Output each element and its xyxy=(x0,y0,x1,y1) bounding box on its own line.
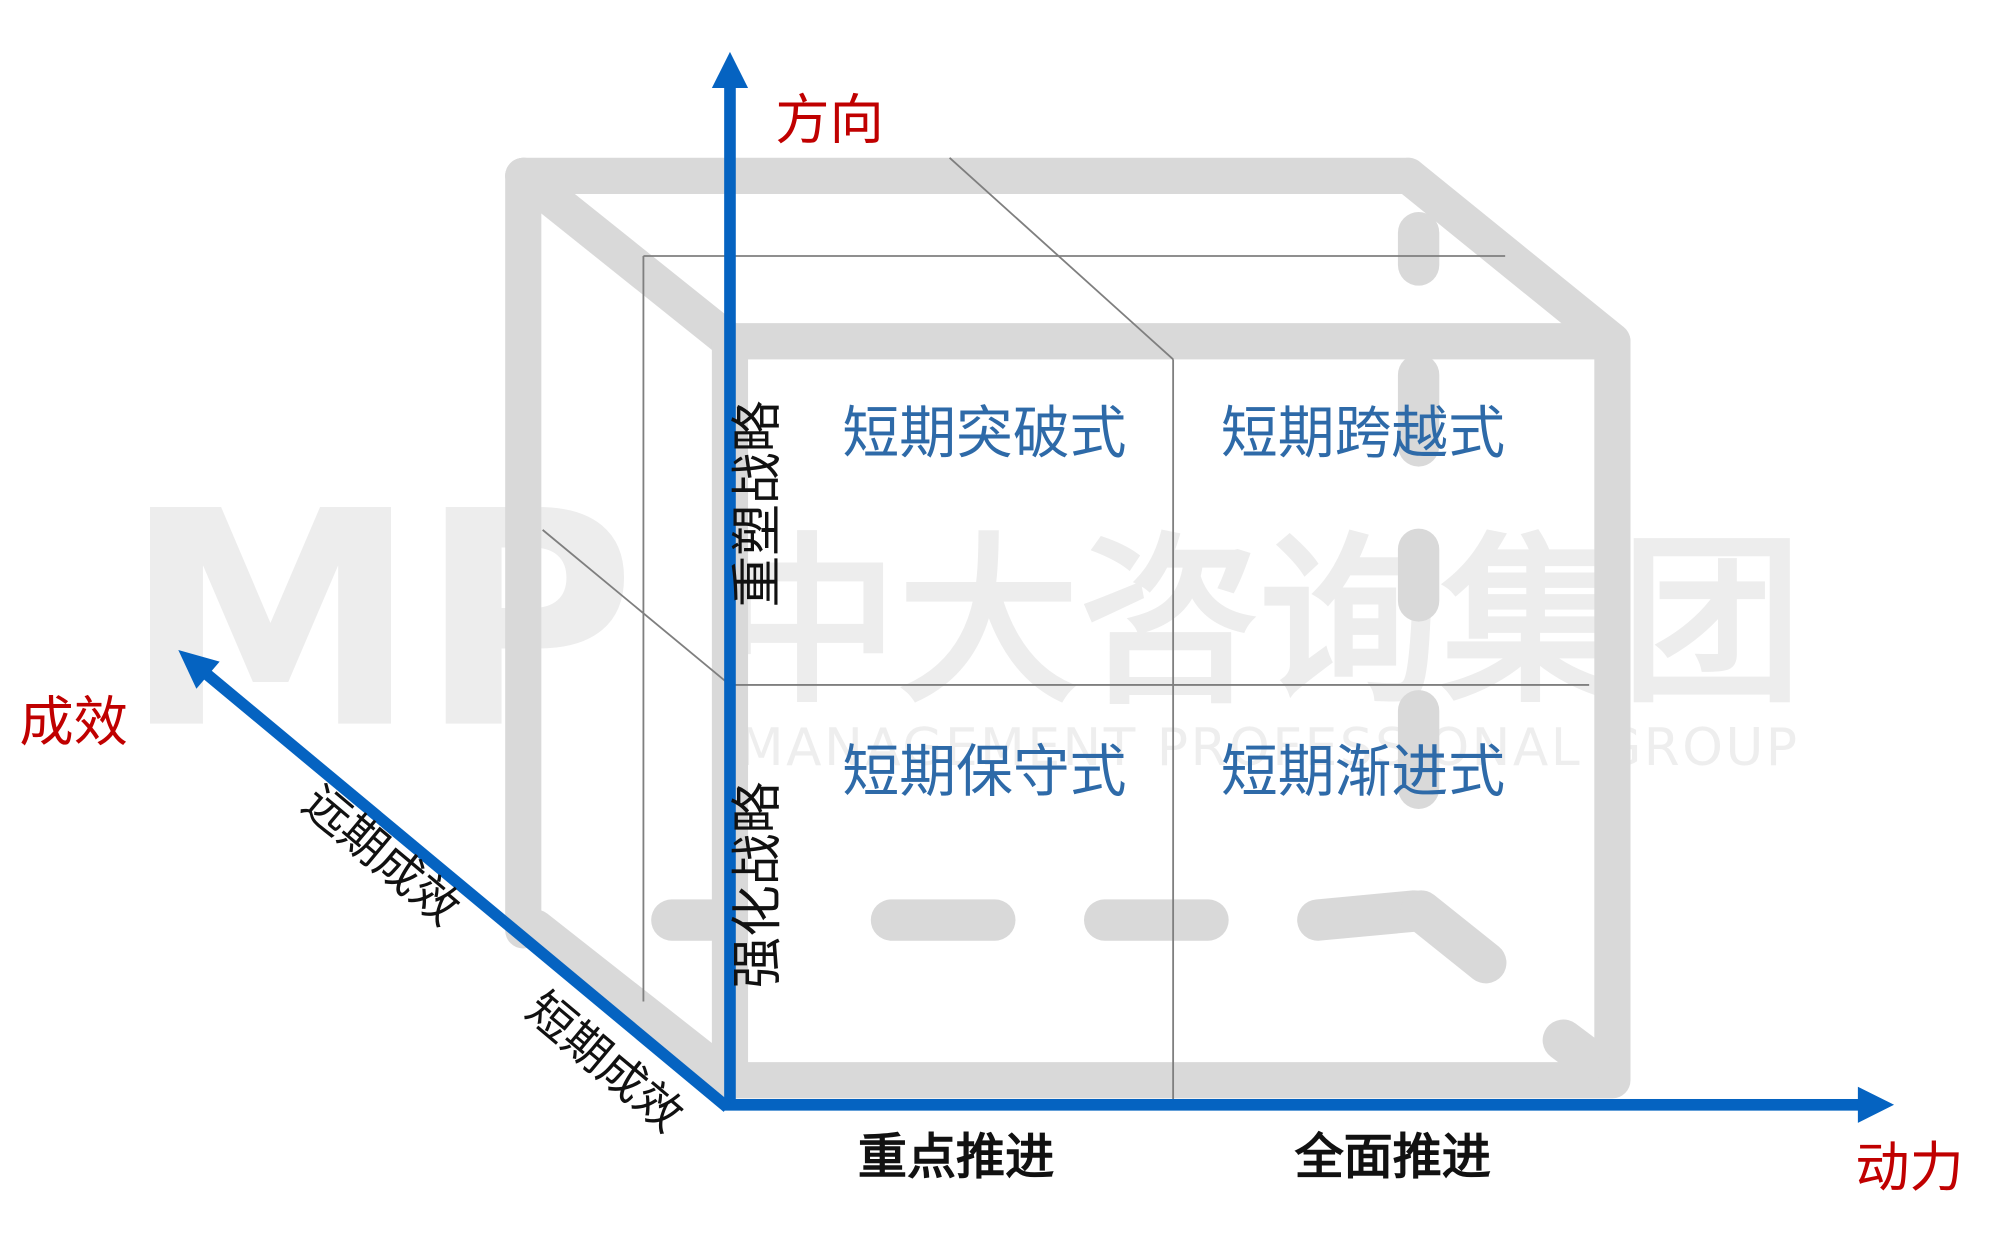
depth-axis-label: 成效 xyxy=(19,690,127,753)
quadrant-top-left: 短期突破式 xyxy=(842,400,1126,466)
watermark-logo: MP xyxy=(123,449,636,795)
cube-depth-edge-bottom-left xyxy=(518,909,749,1099)
grid-line-left-depth xyxy=(542,529,731,686)
cube-hidden-edges xyxy=(651,212,1610,1081)
horizontal-category-comprehensive: 全面推进 xyxy=(1294,1127,1491,1185)
watermark-company: 中大咨询集团 xyxy=(717,517,1802,728)
hidden-edge-dash xyxy=(1297,890,1436,941)
hidden-edge-dash xyxy=(1542,1019,1610,1081)
cube-depth-edge-top-right xyxy=(1390,157,1631,360)
quadrant-bottom-left: 短期保守式 xyxy=(842,739,1126,805)
grid-line-top-depth xyxy=(949,157,1174,360)
vertical-axis-label: 方向 xyxy=(775,88,884,151)
depth-category-long-term: 远期成效 xyxy=(293,775,470,936)
hidden-edge-dash xyxy=(1400,890,1507,984)
quadrant-bottom-right: 短期渐进式 xyxy=(1221,739,1505,805)
vertical-axis-arrow-icon xyxy=(711,51,749,89)
depth-axis-arrow-icon xyxy=(178,650,220,689)
depth-axis-line xyxy=(200,667,732,1112)
horizontal-axis-arrow-icon xyxy=(1857,1086,1895,1123)
strategy-label-reshape: 重塑战略 xyxy=(728,401,788,608)
axes xyxy=(178,51,1895,1123)
grid-lines xyxy=(542,157,1590,1109)
strategy-label-strengthen: 强化战略 xyxy=(728,782,788,989)
horizontal-category-focused: 重点推进 xyxy=(858,1127,1054,1185)
cube-depth-edge-top-left xyxy=(505,157,749,360)
horizontal-axis-label: 动力 xyxy=(1855,1136,1964,1199)
quadrant-top-right: 短期跨越式 xyxy=(1221,400,1505,466)
